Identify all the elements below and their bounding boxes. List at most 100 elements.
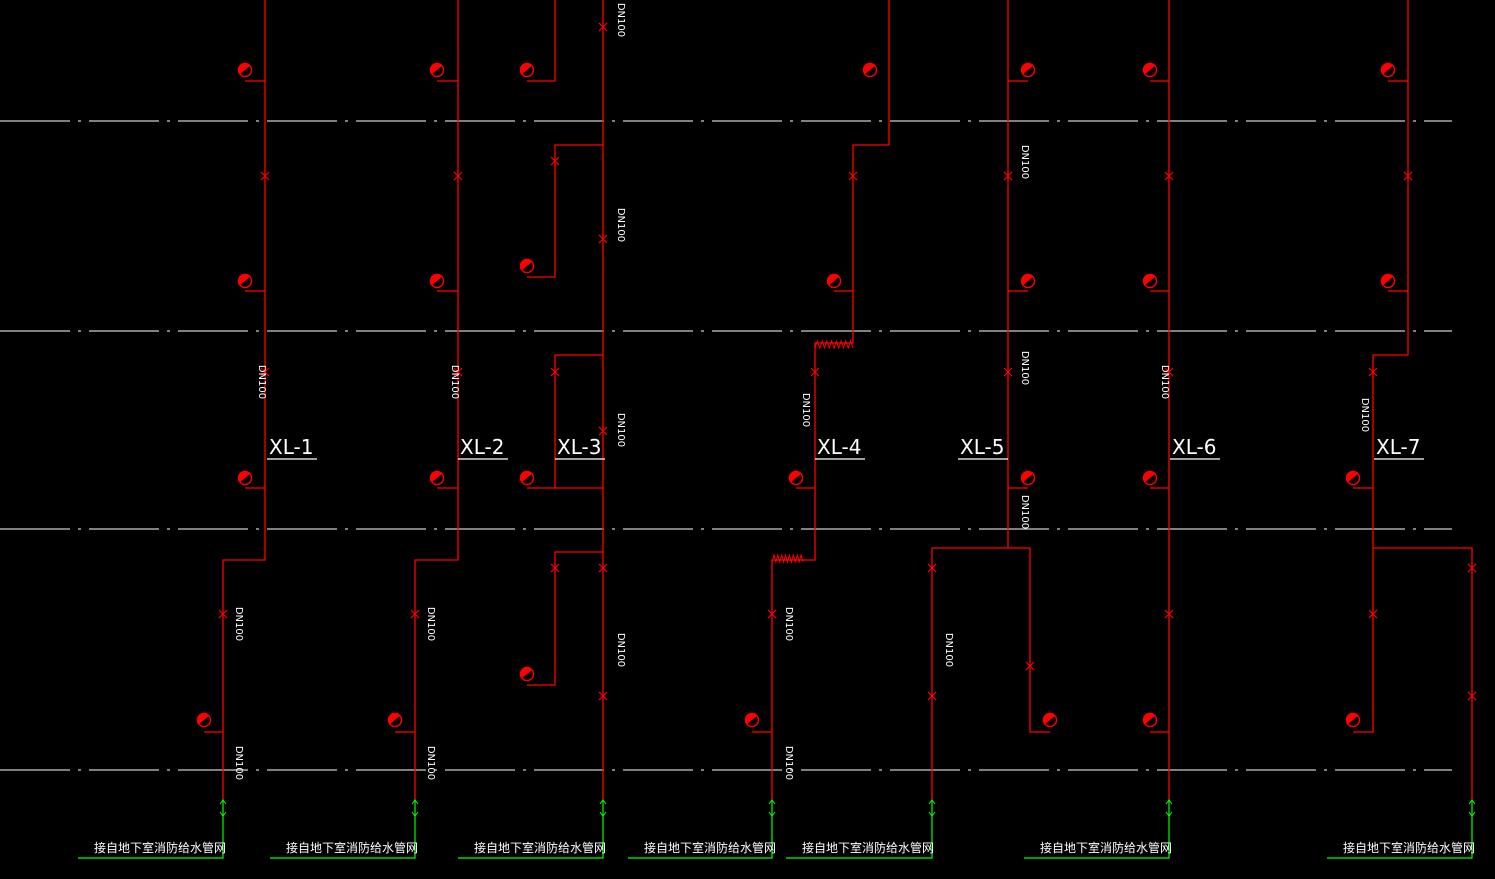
riser-pipes xyxy=(204,0,1473,800)
hydrant-fill xyxy=(827,274,839,286)
hydrant-fill xyxy=(238,63,250,75)
floor-lines xyxy=(0,120,1452,771)
hydrant-fill xyxy=(430,274,442,286)
gate-valve-icon xyxy=(598,22,608,32)
supply-note-label: 接自地下室消防给水管网 xyxy=(644,840,776,855)
pipe-size-label: DN100 xyxy=(233,607,244,641)
gate-valve-icon xyxy=(1403,171,1413,181)
pipe-size-label: DN100 xyxy=(783,746,794,780)
pipe-size-label: DN100 xyxy=(1159,365,1170,399)
gate-valve-icon xyxy=(1164,367,1174,377)
fire-hydrant-icon xyxy=(862,62,878,78)
gate-valve-icon xyxy=(927,563,937,573)
hydrant-fill xyxy=(1021,274,1033,286)
hydrant-fill xyxy=(1143,274,1155,286)
gate-valve-icon xyxy=(1025,661,1035,671)
gate-valve-icon xyxy=(927,691,937,701)
hydrant-fill xyxy=(520,259,532,271)
pipe-break-icon xyxy=(1468,799,1476,817)
hydrant-fill xyxy=(388,713,400,725)
hydrants xyxy=(196,62,1396,728)
hydrant-fill xyxy=(1381,63,1393,75)
fire-hydrant-icon xyxy=(429,470,445,486)
fire-hydrant-icon xyxy=(519,62,535,78)
supply-pipe xyxy=(270,800,416,859)
gate-valve-icon xyxy=(1003,171,1013,181)
gate-valve-icon xyxy=(1164,609,1174,619)
pipe-segment xyxy=(527,551,603,686)
fire-hydrant-icon xyxy=(1345,470,1361,486)
gate-valve-icon xyxy=(410,609,420,619)
supply-note-label: 接自地下室消防给水管网 xyxy=(1343,840,1475,855)
hydrant-fill xyxy=(430,471,442,483)
gate-valve-icon xyxy=(598,563,608,573)
pipe-segment xyxy=(1353,0,1409,733)
fire-hydrant-icon xyxy=(1142,470,1158,486)
gate-valve-icon xyxy=(1467,563,1477,573)
gate-valve-icon xyxy=(550,156,560,166)
gate-valve-icon xyxy=(550,563,560,573)
hydrant-fill xyxy=(1143,713,1155,725)
pipe-segment xyxy=(1029,548,1050,733)
gate-valve-icon xyxy=(598,691,608,701)
gate-valve-icon xyxy=(1164,171,1174,181)
hydrant-fill xyxy=(1043,713,1055,725)
fire-hydrant-icon xyxy=(387,712,403,728)
riser-tag-label: XL-2 xyxy=(460,435,504,459)
pipe-size-label: DN100 xyxy=(425,746,436,780)
valves xyxy=(218,22,1477,701)
gate-valve-icon xyxy=(218,609,228,619)
pipe-size-label: DN100 xyxy=(615,413,626,447)
fire-hydrant-icon xyxy=(1345,712,1361,728)
pipe-size-labels: DN100DN100DN100DN100DN100DN100DN100DN100… xyxy=(233,3,1370,780)
pipe-break-icon xyxy=(1165,799,1173,817)
supply-pipe xyxy=(78,800,224,859)
pipe-segment xyxy=(414,0,459,800)
hydrant-fill xyxy=(1381,274,1393,286)
gate-valve-icon xyxy=(550,367,560,377)
gate-valve-icon xyxy=(1368,609,1378,619)
hydrant-fill xyxy=(1346,713,1358,725)
riser-tag-label: XL-6 xyxy=(1172,435,1216,459)
gate-valve-icon xyxy=(453,367,463,377)
hydrant-fill xyxy=(520,667,532,679)
supply-note-label: 接自地下室消防给水管网 xyxy=(474,840,606,855)
supply-pipe xyxy=(628,800,773,859)
supply-pipe xyxy=(458,800,604,859)
hydrant-fill xyxy=(430,63,442,75)
fire-hydrant-icon xyxy=(519,470,535,486)
gate-valve-icon xyxy=(598,234,608,244)
riser-tag-label: XL-5 xyxy=(960,435,1004,459)
pipe-segment xyxy=(1373,547,1473,800)
fire-hydrant-icon xyxy=(1020,470,1036,486)
supply-lines xyxy=(78,799,1476,859)
fire-hydrant-icon xyxy=(788,470,804,486)
supply-note-label: 接自地下室消防给水管网 xyxy=(286,840,418,855)
pipe-size-label: DN100 xyxy=(1359,398,1370,432)
fire-hydrant-icon xyxy=(826,273,842,289)
hydrant-fill xyxy=(1143,471,1155,483)
pipe-size-label: DN100 xyxy=(1019,145,1030,179)
fire-hydrant-icon xyxy=(196,712,212,728)
gate-valve-icon xyxy=(260,367,270,377)
pipe-size-label: DN100 xyxy=(800,393,811,427)
gate-valve-icon xyxy=(767,609,777,619)
gate-valve-icon xyxy=(848,171,858,181)
supply-pipe xyxy=(786,800,933,859)
riser-tag-label: XL-7 xyxy=(1376,435,1420,459)
gate-valve-icon xyxy=(1467,691,1477,701)
pipe-break-icon xyxy=(219,799,227,817)
fire-hydrant-icon xyxy=(519,258,535,274)
pipe-size-label: DN100 xyxy=(1019,495,1030,529)
pipe-segment xyxy=(222,0,266,800)
fire-hydrant-icon xyxy=(1020,62,1036,78)
pipe-segment xyxy=(527,0,556,82)
gate-valve-icon xyxy=(1003,367,1013,377)
pipe-size-label: DN100 xyxy=(615,3,626,37)
fire-hydrant-icon xyxy=(237,470,253,486)
supply-pipe xyxy=(1024,800,1170,859)
fire-hydrant-icon xyxy=(1142,273,1158,289)
hydrant-fill xyxy=(745,713,757,725)
pipe-size-label: DN100 xyxy=(233,746,244,780)
